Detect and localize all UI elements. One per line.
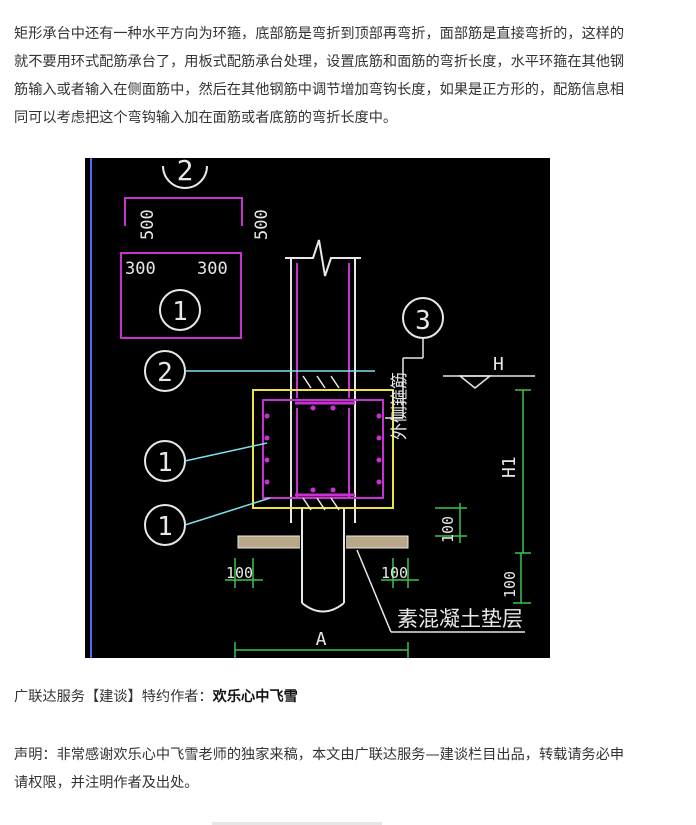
dim-300-right: 300 bbox=[197, 259, 228, 279]
dim-100-right-mid: 100 bbox=[439, 516, 457, 543]
label-1-box: 1 bbox=[172, 297, 188, 327]
dim-500-left: 500 bbox=[138, 209, 158, 240]
credit-author: 欢乐心中飞雪 bbox=[212, 689, 298, 705]
dim-300-left: 300 bbox=[125, 259, 156, 279]
dim-100-center: 100 bbox=[381, 564, 408, 582]
author-credit: 广联达服务【建谈】特约作者：欢乐心中飞雪 bbox=[14, 685, 298, 709]
label-3: 3 bbox=[415, 306, 431, 336]
label-H1: H1 bbox=[499, 456, 520, 478]
leader-1-low bbox=[184, 497, 271, 526]
leader-1-mid bbox=[184, 442, 268, 462]
rebar-1-box bbox=[120, 252, 242, 339]
label-A: A bbox=[316, 629, 327, 650]
copyright-statement: 声明：非常感谢欢乐心中飞雪老师的独家来稿，本文由广联达服务—建谈栏目出品，转载请… bbox=[14, 747, 625, 791]
text-plain-concrete: 素混凝土垫层 bbox=[397, 607, 523, 631]
column-break-symbol bbox=[285, 239, 361, 277]
dim-100-right-low: 100 bbox=[501, 571, 519, 598]
callout-2-top: 2 bbox=[162, 158, 208, 189]
dim-100-left: 100 bbox=[226, 564, 253, 582]
hatch-ticks bbox=[302, 375, 340, 511]
pile-bottom bbox=[301, 602, 345, 613]
credit-prefix: 广联达服务【建谈】特约作者： bbox=[14, 689, 213, 705]
intro-paragraph: 矩形承台中还有一种水平方向为环箍，底部筋是弯折到顶部再弯折，面部筋是直接弯折的，… bbox=[14, 26, 625, 126]
rebar-dots bbox=[264, 405, 382, 493]
pile-cap-outline bbox=[252, 389, 394, 509]
label-2-mid: 2 bbox=[157, 358, 173, 388]
pile-cap-rebar-drawing: 2 500 500 300 300 1 bbox=[85, 158, 550, 658]
label-1-low: 1 bbox=[157, 512, 173, 542]
dim-500-right: 500 bbox=[252, 209, 272, 240]
rebar-2-shape bbox=[124, 197, 243, 226]
text-outer-hoop: 外侧箍筋 bbox=[390, 372, 410, 440]
label-2-top: 2 bbox=[177, 158, 194, 187]
label-H: H bbox=[493, 354, 504, 375]
pile-cap-rebar bbox=[262, 399, 384, 499]
label-1-mid: 1 bbox=[157, 448, 173, 478]
bottom-divider bbox=[212, 822, 382, 825]
